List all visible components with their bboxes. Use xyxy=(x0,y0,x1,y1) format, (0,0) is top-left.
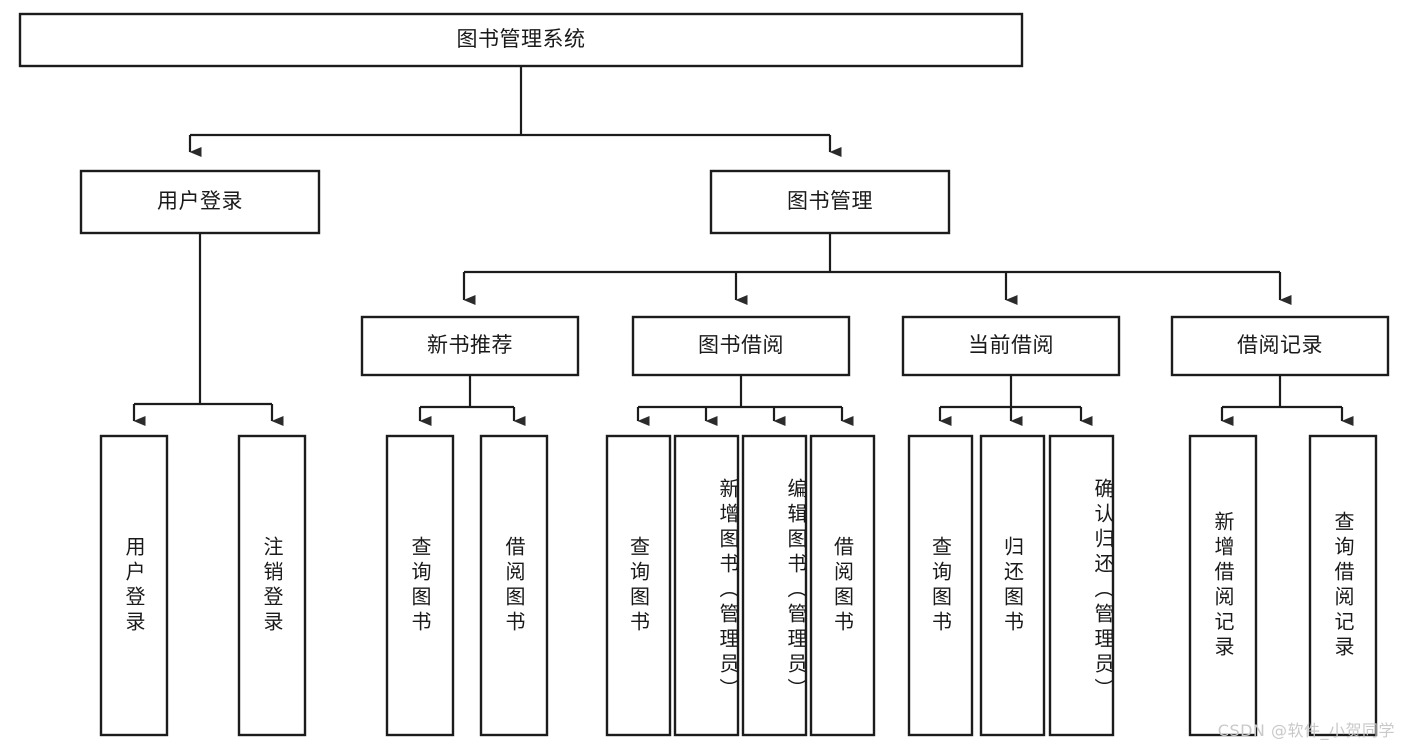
node-leaf-edit-book-box[interactable] xyxy=(741,434,808,737)
node-root-box[interactable] xyxy=(18,12,1024,68)
node-new-book-recommend-box[interactable] xyxy=(360,315,580,377)
csdn-watermark: CSDN @软件_小贺同学 xyxy=(1217,721,1395,740)
node-current-borrow-box[interactable] xyxy=(901,315,1121,377)
node-leaf-query-book-1-box[interactable] xyxy=(385,434,455,737)
node-leaf-add-book-box[interactable] xyxy=(673,434,740,737)
node-leaf-borrow-book-1-box[interactable] xyxy=(479,434,549,737)
node-book-borrow-box[interactable] xyxy=(631,315,851,377)
node-borrow-record-box[interactable] xyxy=(1170,315,1390,377)
node-leaf-user-login-box[interactable] xyxy=(99,434,169,737)
node-leaf-query-book-3-box[interactable] xyxy=(907,434,974,737)
node-leaf-borrow-book-2-box[interactable] xyxy=(809,434,876,737)
node-leaf-query-record-box[interactable] xyxy=(1308,434,1378,737)
node-leaf-confirm-return-box[interactable] xyxy=(1048,434,1115,737)
node-leaf-query-book-2-box[interactable] xyxy=(605,434,672,737)
node-user-login-box[interactable] xyxy=(79,169,321,235)
node-leaf-add-record-box[interactable] xyxy=(1188,434,1258,737)
node-leaf-return-book-box[interactable] xyxy=(979,434,1046,737)
node-leaf-logout-login-box[interactable] xyxy=(237,434,307,737)
node-book-manage-box[interactable] xyxy=(709,169,951,235)
